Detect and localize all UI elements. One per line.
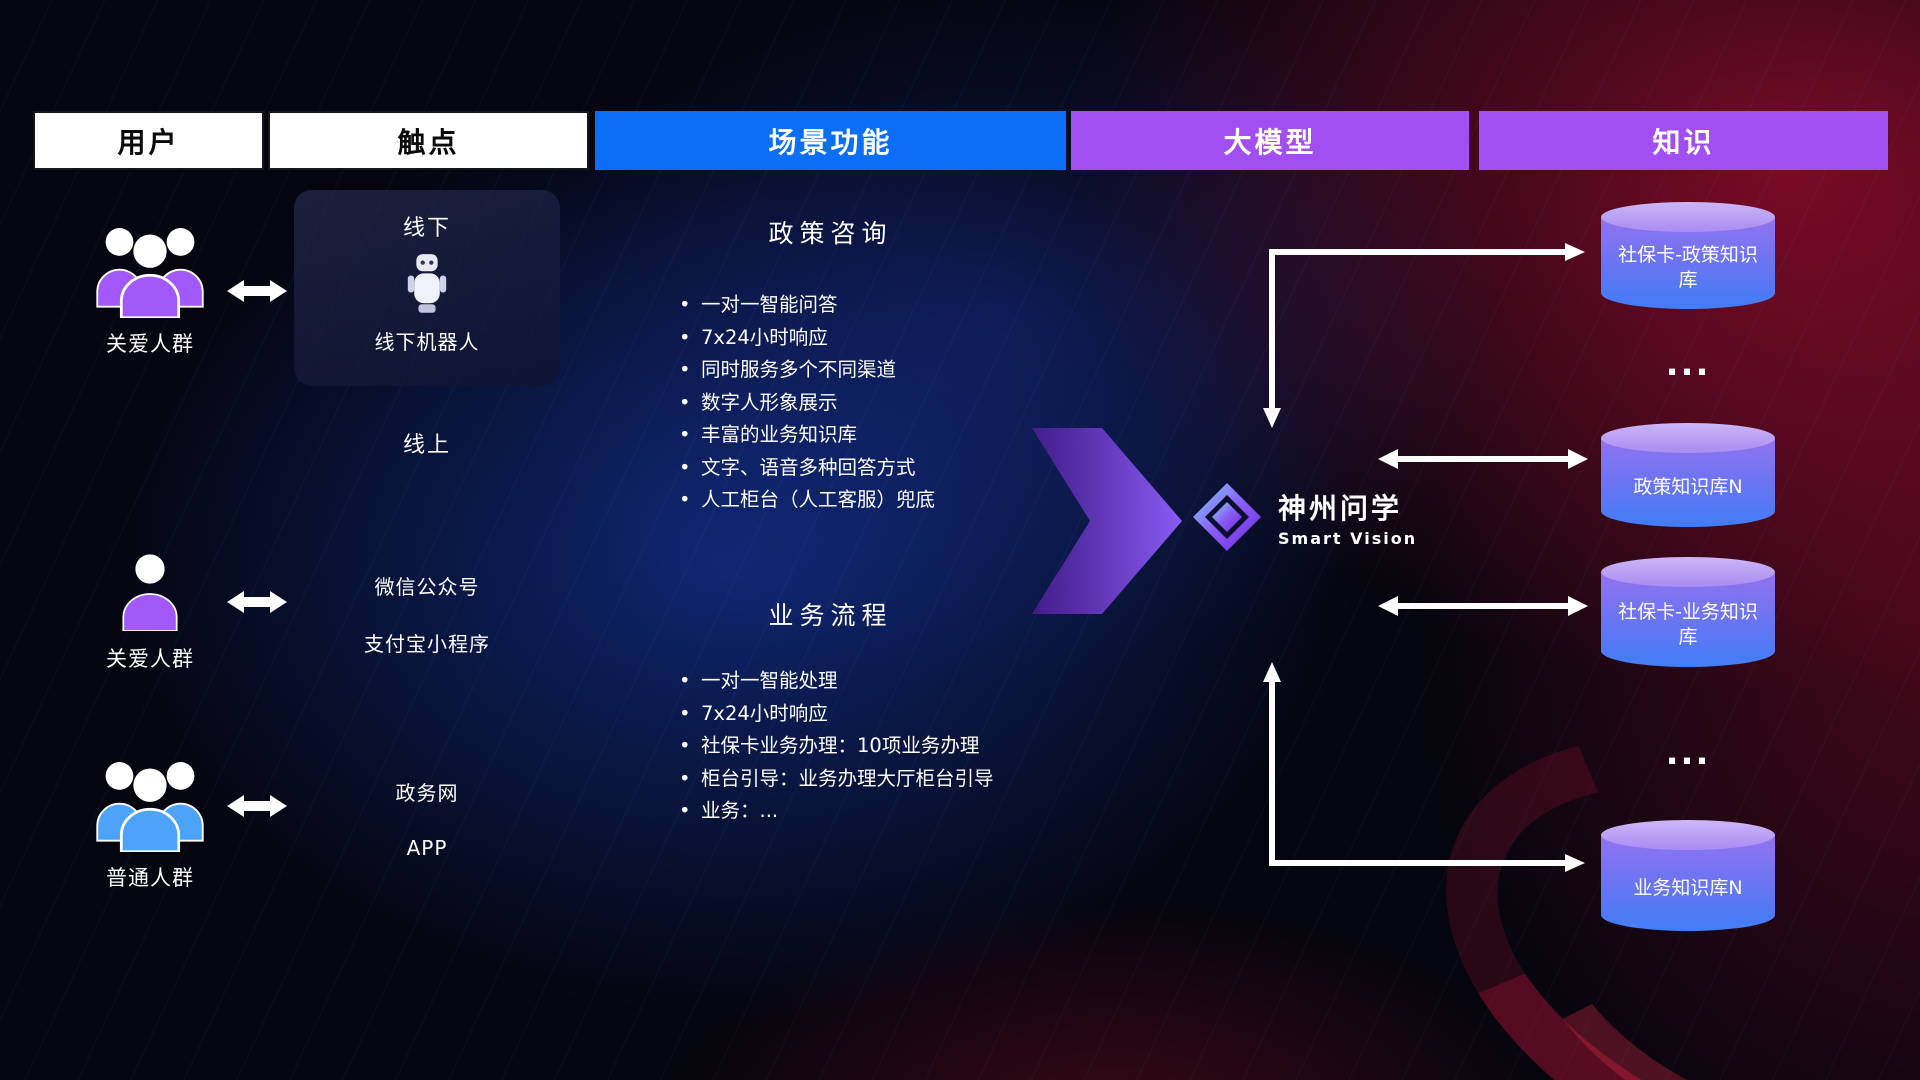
cylinder-top (1601, 202, 1775, 232)
person-icon (122, 554, 178, 631)
connector-double-arrow-business (1378, 596, 1588, 616)
user-single-care: 关爱人群 (84, 550, 216, 673)
kb-cylinder-social-business: 社保卡-业务知识库 (1601, 557, 1775, 667)
user-group-label: 关爱人群 (106, 647, 194, 671)
connector-top-elbow-arrow (1263, 243, 1585, 428)
business-feature-list: 一对一智能处理 7x24小时响应 社保卡业务办理：10项业务办理 柜台引导：业务… (677, 665, 994, 828)
scene-title-policy: 政策咨询 (768, 219, 893, 248)
kb-cylinder-business-n: 业务知识库N (1601, 820, 1775, 931)
logo-diamond-icon (1193, 483, 1261, 551)
scene-title-business: 业务流程 (768, 601, 893, 630)
online-title: 线上 (402, 433, 451, 458)
logo-subtitle: Smart Vision (1278, 528, 1418, 548)
feature-bullet: 文字、语音多种回答方式 (677, 452, 935, 485)
user-group-care-1: 关爱人群 (58, 214, 242, 358)
kb-ellipsis: ... (1665, 733, 1711, 773)
feature-bullet: 业务：... (677, 795, 994, 828)
touchpoint-gov-web: 政务网 (395, 781, 459, 805)
flow-arrow (1032, 428, 1182, 614)
bidirectional-arrow (227, 280, 287, 302)
feature-bullet: 社保卡业务办理：10项业务办理 (677, 730, 994, 763)
kb-label: 社保卡-政策知识库 (1618, 244, 1758, 291)
cylinder-top (1601, 557, 1775, 587)
cylinder-top (1601, 820, 1775, 850)
feature-bullet: 7x24小时响应 (677, 698, 994, 731)
kb-label: 政策知识库N (1633, 476, 1743, 499)
feature-bullet: 同时服务多个不同渠道 (677, 354, 935, 387)
header-touchpoints: 触点 (268, 111, 589, 170)
bidirectional-arrow (227, 795, 287, 817)
header-users: 用户 (33, 111, 264, 170)
kb-cylinder-policy-n: 政策知识库N (1601, 423, 1775, 527)
logo-text: 神州问学 Smart Vision (1278, 487, 1417, 548)
kb-label: 社保卡-业务知识库 (1618, 600, 1758, 648)
smart-vision-logo: 神州问学 Smart Vision (1190, 480, 1417, 554)
cylinder-top (1601, 423, 1775, 453)
kb-cylinder-social-policy: 社保卡-政策知识库 (1601, 202, 1775, 309)
feature-bullet: 数字人形象展示 (677, 387, 935, 420)
connector-double-arrow-policy-n (1378, 449, 1588, 469)
user-group-general: 普通人群 (58, 748, 242, 892)
people-group-icon (96, 762, 204, 852)
bidirectional-arrow (227, 591, 287, 613)
touchpoint-app: APP (406, 836, 448, 860)
feature-bullet: 7x24小时响应 (677, 322, 935, 355)
connector-bottom-elbow-arrow (1263, 662, 1585, 872)
people-group-icon (96, 228, 204, 318)
feature-bullet: 柜台引导：业务办理大厅柜台引导 (677, 763, 994, 796)
kb-ellipsis: ... (1665, 344, 1711, 384)
offline-title: 线下 (402, 216, 451, 241)
header-large-model: 大模型 (1071, 111, 1469, 170)
user-group-label: 关爱人群 (106, 332, 194, 356)
touchpoint-wechat: 微信公众号 (374, 575, 480, 599)
header-knowledge: 知识 (1479, 111, 1888, 170)
logo-name: 神州问学 (1278, 491, 1403, 525)
feature-bullet: 一对一智能问答 (677, 289, 935, 322)
touchpoint-alipay: 支付宝小程序 (364, 632, 490, 656)
header-scene-functions: 场景功能 (595, 111, 1066, 170)
robot-icon (407, 254, 447, 313)
kb-label: 业务知识库N (1633, 876, 1743, 899)
offline-touchpoint-card: 线下 线下机器人 (294, 190, 560, 386)
user-group-label: 普通人群 (106, 866, 194, 890)
feature-bullet: 人工柜台（人工客服）兜底 (677, 484, 935, 517)
feature-bullet: 一对一智能处理 (677, 665, 994, 698)
feature-bullet: 丰富的业务知识库 (677, 419, 935, 452)
policy-feature-list: 一对一智能问答 7x24小时响应 同时服务多个不同渠道 数字人形象展示 丰富的业… (677, 289, 935, 517)
offline-robot-label: 线下机器人 (374, 330, 480, 354)
